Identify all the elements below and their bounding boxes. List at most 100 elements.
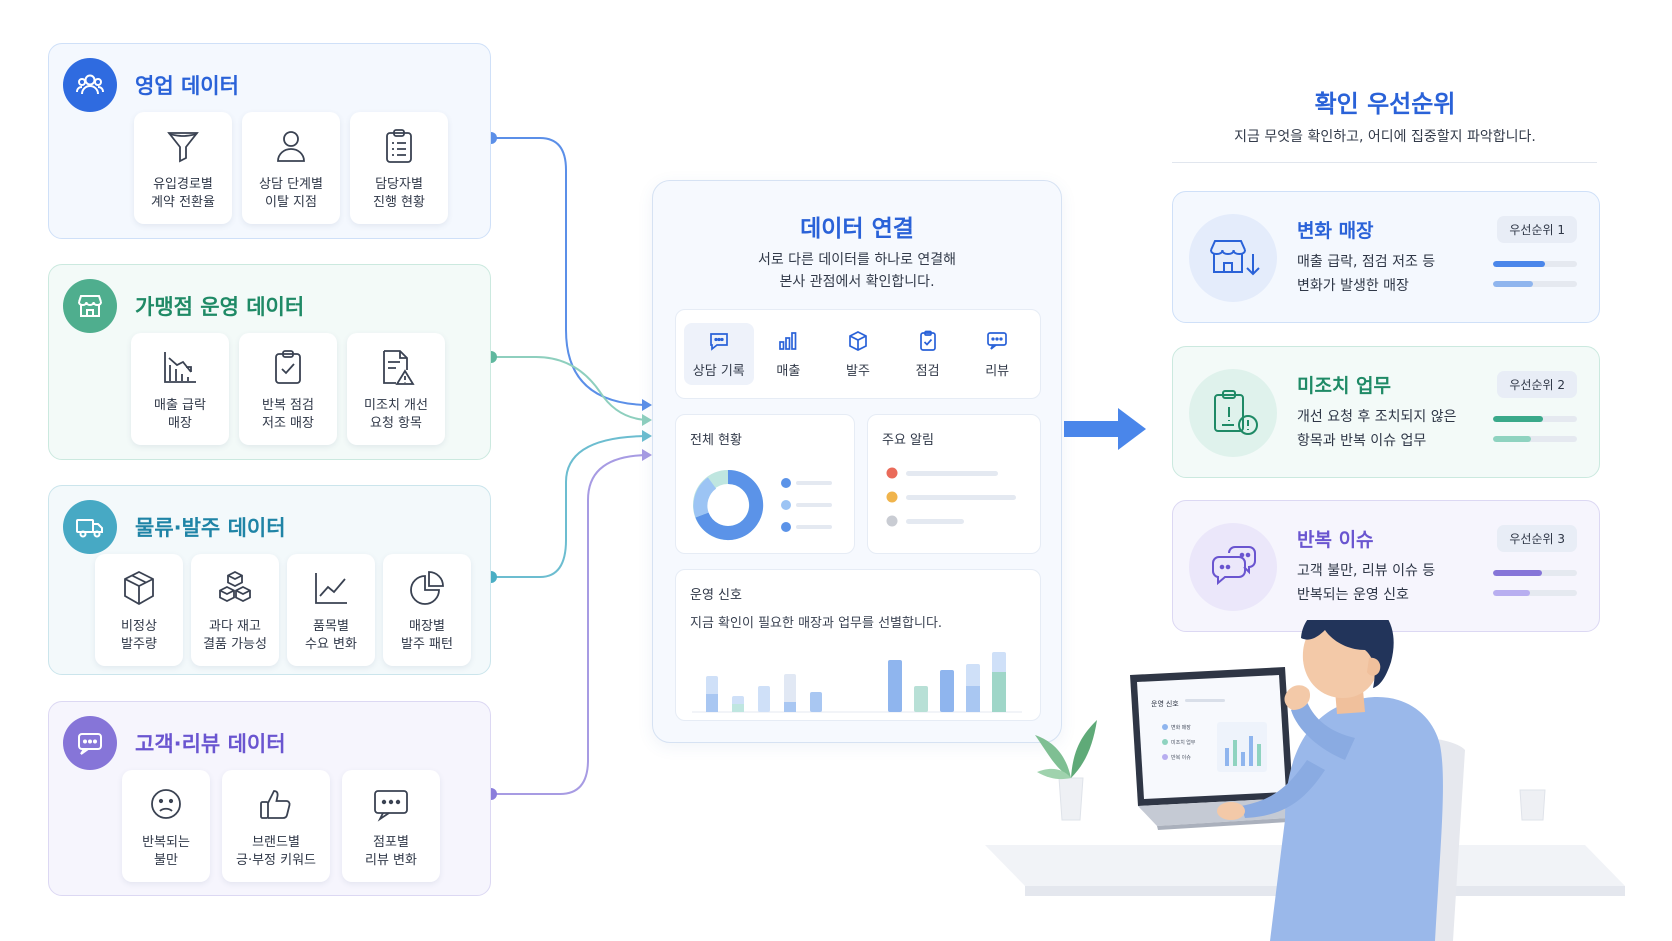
priority-badge: 우선순위 2 — [1497, 371, 1577, 398]
item-label-line2: 이탈 지점 — [265, 195, 317, 210]
item-label-line2: 진행 현황 — [373, 195, 425, 210]
person-laptop-illustration: 운영 신호 변화 매장 미조치 업무 반복 이슈 — [985, 620, 1625, 941]
chart-down-icon — [164, 352, 196, 383]
clipboard-check-icon — [275, 350, 301, 384]
tab-inspection[interactable]: 점검 — [893, 323, 963, 385]
priority-badge: 우선순위 1 — [1497, 216, 1577, 243]
priority-card-repeat-issues[interactable]: 반복 이슈 고객 불만, 리뷰 이슈 등 반복되는 운영 신호 우선순위 3 — [1172, 500, 1600, 632]
priority-bar — [1493, 281, 1577, 287]
priority-bar — [1493, 590, 1577, 596]
item-label-line2: 수요 변화 — [305, 637, 357, 652]
item-label-line2: 발주량 — [121, 637, 157, 652]
tab-label: 매출 — [776, 364, 801, 379]
priority-card-title: 반복 이슈 — [1297, 529, 1374, 551]
data-connection-panel: 데이터 연결 서로 다른 데이터를 하나로 연결해 본사 관점에서 확인합니다.… — [652, 180, 1062, 743]
overall-status-title: 전체 현황 — [690, 433, 742, 448]
data-connection-description: 서로 다른 데이터를 하나로 연결해 본사 관점에서 확인합니다. — [653, 249, 1061, 293]
laptop-screen-title: 운영 신호 — [1151, 699, 1179, 708]
priority-bar — [1493, 570, 1577, 576]
message-dots-icon — [374, 790, 408, 822]
line-chart-icon — [315, 573, 347, 604]
sales-data-title: 영업 데이터 — [135, 74, 239, 98]
description-line2: 항목과 반복 이슈 업무 — [1297, 433, 1427, 449]
donut-chart — [693, 469, 832, 540]
pie-chart-icon — [410, 571, 444, 605]
tab-label: 상담 기록 — [692, 364, 745, 379]
item-label-line2: 저조 매장 — [262, 416, 314, 431]
item-label-line2: 요청 항목 — [370, 416, 422, 431]
tab-label: 리뷰 — [985, 364, 1010, 379]
priority-card-description: 고객 불만, 리뷰 이슈 등 반복되는 운영 신호 — [1297, 559, 1435, 607]
item-label-line1: 담당자별 — [375, 177, 423, 192]
description-line2: 변화가 발생한 매장 — [1297, 278, 1409, 294]
item-label-line1: 과다 재고 — [209, 619, 261, 634]
funnel-icon — [167, 132, 199, 163]
item-label-line2: 계약 전환율 — [151, 195, 215, 210]
operation-signal-title: 운영 신호 — [690, 588, 742, 603]
store-operations-title: 가맹점 운영 데이터 — [135, 295, 305, 319]
customer-review-title: 고객·리뷰 데이터 — [135, 732, 286, 756]
item-label-line1: 점포별 — [373, 835, 409, 850]
key-alerts-title: 주요 알림 — [882, 433, 934, 448]
users-icon — [63, 58, 117, 112]
thumbs-up-icon — [260, 790, 291, 819]
description-line1: 매출 급락, 점검 저조 등 — [1297, 254, 1436, 270]
priority-card-unresolved-tasks[interactable]: 미조치 업무 개선 요청 후 조치되지 않은 항목과 반복 이슈 업무 우선순위… — [1172, 346, 1600, 478]
document-warning-icon — [383, 350, 415, 385]
tab-consultation-log[interactable]: 상담 기록 — [684, 323, 754, 385]
sad-face-icon — [151, 789, 181, 819]
priority-subtitle: 지금 무엇을 확인하고, 어디에 집중할지 파악합니다. — [1234, 129, 1536, 145]
tab-sales[interactable]: 매출 — [754, 323, 824, 385]
tab-reviews[interactable]: 리뷰 — [962, 323, 1032, 385]
chat-bubbles-icon — [1189, 523, 1277, 611]
priority-card-description: 매출 급락, 점검 저조 등 변화가 발생한 매장 — [1297, 250, 1435, 298]
description-line1: 고객 불만, 리뷰 이슈 등 — [1297, 563, 1436, 579]
item-label-line1: 매장별 — [409, 619, 445, 634]
priority-bar — [1493, 261, 1577, 267]
item-label-line1: 반복 점검 — [262, 398, 314, 413]
priority-card-title: 미조치 업무 — [1297, 375, 1392, 397]
item-label-line1: 매출 급락 — [154, 398, 206, 413]
item-label-line2: 불만 — [154, 853, 178, 868]
item-label-line1: 비정상 — [121, 619, 157, 634]
priority-card-changed-stores[interactable]: 변화 매장 매출 급락, 점검 저조 등 변화가 발생한 매장 우선순위 1 — [1172, 191, 1600, 323]
divider — [1172, 162, 1597, 163]
item-label-line2: 매장 — [168, 416, 192, 431]
customer-review-header: 고객·리뷰 데이터 — [63, 716, 286, 770]
item-label-line2: 결품 가능성 — [203, 637, 267, 652]
description-line1: 개선 요청 후 조치되지 않은 — [1297, 409, 1457, 425]
message-dots-icon — [987, 332, 1008, 350]
data-source-tabs: 상담 기록 매출 발주 점검 리뷰 — [675, 309, 1041, 399]
item-label-line1: 상담 단계별 — [259, 177, 323, 192]
item-label-line2: 발주 패턴 — [401, 637, 453, 652]
clipboard-check-icon — [919, 330, 936, 351]
store-icon — [63, 279, 117, 333]
boxes-icon — [219, 570, 251, 603]
tab-orders[interactable]: 발주 — [823, 323, 893, 385]
key-alerts-card: 주요 알림 — [867, 414, 1041, 554]
clipboard-list-icon — [386, 129, 412, 163]
logistics-title: 물류·발주 데이터 — [135, 516, 286, 540]
item-label-line1: 유입경로별 — [153, 177, 213, 192]
plant-icon — [1035, 720, 1097, 821]
item-label-line1: 미조치 개선 — [364, 398, 428, 413]
